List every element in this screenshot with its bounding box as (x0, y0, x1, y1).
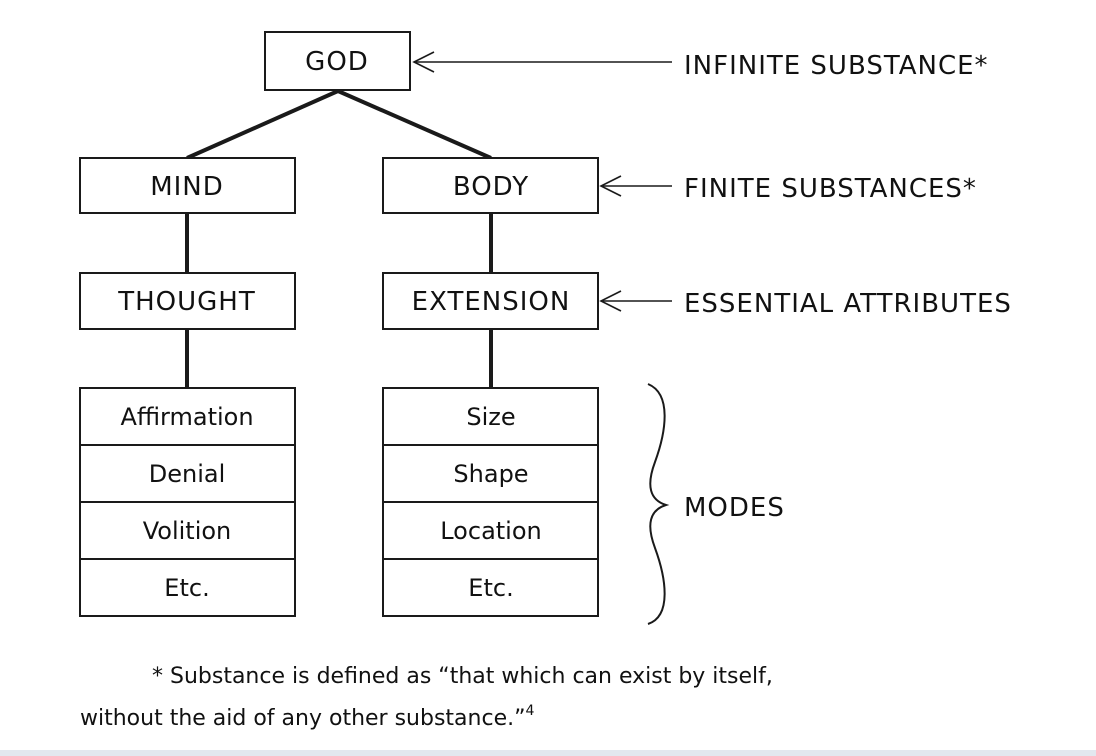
body-node: BODY (382, 157, 599, 214)
mode-size: Size (466, 403, 515, 431)
modes-label: MODES (684, 493, 785, 523)
connector-god-mind (186, 89, 339, 160)
mode-volition: Volition (143, 517, 232, 545)
extension-label: EXTENSION (412, 287, 571, 317)
infinite-arrow (412, 51, 672, 73)
mode-location: Location (440, 517, 542, 545)
mind-label: MIND (150, 172, 224, 202)
mode-affirmation: Affirmation (120, 403, 253, 431)
mode-shape: Shape (453, 460, 528, 488)
finite-arrow (599, 175, 672, 197)
bottom-edge-bar (0, 750, 1096, 756)
footnote-line-2: without the aid of any other substance.”… (80, 703, 535, 731)
footnote-line-1: * Substance is defined as “that which ca… (152, 664, 773, 689)
essential-attributes-label: ESSENTIAL ATTRIBUTES (684, 289, 1012, 319)
finite-substances-label: FINITE SUBSTANCES* (684, 174, 977, 204)
modes-brace (647, 383, 670, 625)
extension-modes-stack: Size Shape Location Etc. (382, 387, 599, 617)
mode-etc-right: Etc. (468, 574, 513, 602)
thought-modes-stack: Affirmation Denial Volition Etc. (79, 387, 296, 617)
mind-node: MIND (79, 157, 296, 214)
connector-god-body (337, 89, 492, 160)
mode-etc-left: Etc. (164, 574, 209, 602)
infinite-substance-label: INFINITE SUBSTANCE* (684, 51, 989, 81)
thought-node: THOUGHT (79, 272, 296, 330)
mode-denial: Denial (149, 460, 226, 488)
body-label: BODY (453, 172, 529, 202)
thought-label: THOUGHT (117, 287, 256, 317)
footnote-line-2-text: without the aid of any other substance.” (80, 706, 526, 731)
attributes-arrow (599, 290, 672, 312)
god-node: GOD (264, 31, 411, 91)
god-label: GOD (305, 47, 369, 77)
extension-node: EXTENSION (382, 272, 599, 330)
footnote-superscript: 4 (526, 703, 535, 719)
